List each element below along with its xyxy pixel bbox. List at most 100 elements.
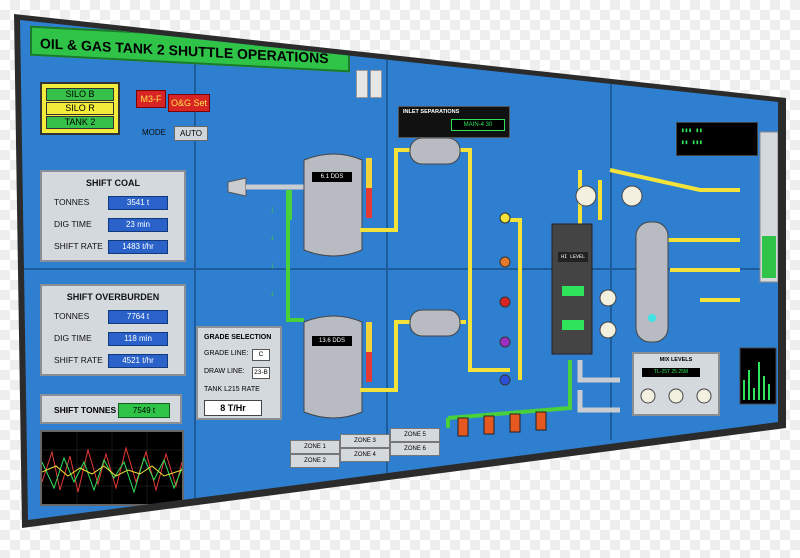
yellow-pipe bbox=[460, 148, 510, 372]
panel-title: GRADE SELECTION bbox=[204, 334, 272, 341]
row-label: TONNES bbox=[54, 311, 90, 321]
valve-icon bbox=[499, 336, 511, 348]
inlet-separations-panel: INLET SEPARATIONS MAIN-4 30 bbox=[398, 106, 510, 138]
table-row: DIG TIME 118 min bbox=[42, 328, 184, 350]
panel-title: SHIFT COAL bbox=[86, 178, 140, 188]
storage-tank bbox=[303, 315, 363, 419]
row-label: SHIFT RATE bbox=[54, 241, 103, 251]
green-output-pipe bbox=[447, 360, 572, 420]
silo-item[interactable]: SILO B bbox=[46, 88, 114, 101]
shift-coal-panel: SHIFT COAL TONNES 3541 t DIG TIME 23 min… bbox=[40, 170, 186, 262]
table-row: TONNES 7764 t bbox=[42, 306, 184, 328]
svg-text:↓: ↓ bbox=[270, 260, 275, 270]
table-row: SHIFT RATE 4521 t/hr bbox=[42, 350, 184, 372]
svg-text:↓: ↓ bbox=[270, 288, 275, 298]
draw-line-label: DRAW LINE: bbox=[204, 368, 245, 375]
separator-vessel bbox=[409, 137, 461, 165]
mix-dials bbox=[640, 388, 712, 404]
zone-cell[interactable]: ZONE 2 bbox=[290, 454, 340, 468]
row-value: 23 min bbox=[108, 218, 168, 232]
row-label: DIG TIME bbox=[54, 333, 92, 343]
inlet-value: MAIN-4 30 bbox=[451, 119, 505, 131]
heater-icon bbox=[457, 417, 469, 437]
table-row: SHIFT RATE 1483 t/hr bbox=[42, 236, 184, 258]
row-label: DIG TIME bbox=[54, 219, 92, 229]
window-tab[interactable] bbox=[356, 70, 368, 98]
row-value: 3541 t bbox=[108, 196, 168, 210]
table-row: TONNES 3541 t bbox=[42, 192, 184, 214]
valve-icon bbox=[499, 256, 511, 268]
monitor-seam bbox=[610, 80, 612, 440]
silo-item[interactable]: TANK 2 bbox=[46, 116, 114, 129]
row-value: 118 min bbox=[108, 332, 168, 346]
green-feed-pipe bbox=[286, 190, 304, 322]
shift-tonnes-panel: SHIFT TONNES 7549 t bbox=[40, 394, 182, 424]
silo-item[interactable]: SILO R bbox=[46, 102, 114, 115]
mix-levels-title: MIX LEVELS bbox=[659, 357, 693, 363]
separator-vessel bbox=[409, 309, 461, 337]
tank-rate-label: TANK L215 RATE bbox=[204, 386, 260, 393]
shift-tonnes-label: SHIFT TONNES bbox=[54, 405, 117, 415]
shift-tonnes-value: 7549 t bbox=[118, 403, 170, 418]
table-row: DIG TIME 23 min bbox=[42, 214, 184, 236]
grade-line-label: GRADE LINE: bbox=[204, 350, 249, 357]
yellow-pipe bbox=[360, 148, 410, 232]
monitor-seam bbox=[20, 268, 778, 270]
zone-cell[interactable]: ZONE 5 bbox=[390, 428, 440, 442]
zone-cell[interactable]: ZONE 4 bbox=[340, 448, 390, 462]
window-tab[interactable] bbox=[370, 70, 382, 98]
heater-icon bbox=[535, 411, 547, 431]
mix-levels-panel: MIX LEVELS TL-25T 25.25M bbox=[632, 352, 720, 416]
pressure-gauge-icon bbox=[575, 185, 597, 207]
yellow-pipe bbox=[554, 170, 582, 232]
tank-rate-value: 8 T/Hr bbox=[204, 400, 262, 416]
gray-pipe bbox=[577, 360, 620, 383]
silo-selector: SILO B SILO R TANK 2 bbox=[40, 82, 120, 135]
temp-icon: ▮▮ ▮▮▮ bbox=[681, 139, 703, 146]
inlet-title: INLET SEPARATIONS bbox=[403, 109, 460, 115]
grade-selection-panel: GRADE SELECTION GRADE LINE: C DRAW LINE:… bbox=[196, 326, 282, 420]
row-value: 7764 t bbox=[108, 310, 168, 324]
og-set-button[interactable]: O&G Set bbox=[168, 94, 210, 112]
svg-text:↓: ↓ bbox=[270, 204, 275, 214]
zone-cell[interactable]: ZONE 6 bbox=[390, 442, 440, 456]
row-value: 1483 t/hr bbox=[108, 240, 168, 254]
svg-text:↓: ↓ bbox=[270, 232, 275, 242]
yellow-pipe bbox=[510, 218, 522, 380]
valve-icon bbox=[499, 296, 511, 308]
mode-value[interactable]: AUTO bbox=[174, 126, 208, 141]
mode-label: MODE bbox=[142, 128, 166, 137]
monitor-seam bbox=[194, 40, 196, 510]
hi-level-indicator: HI LEVEL bbox=[558, 252, 588, 262]
gray-pipe bbox=[577, 390, 620, 413]
shift-overburden-panel: SHIFT OVERBURDEN TONNES 7764 t DIG TIME … bbox=[40, 284, 186, 376]
inlet-funnel bbox=[227, 177, 247, 197]
tank-label: 6.1 DDS bbox=[312, 172, 352, 182]
draw-line-value[interactable]: 23-B bbox=[252, 367, 270, 379]
storage-tank bbox=[303, 153, 363, 257]
trend-chart bbox=[40, 430, 184, 506]
panel-title: SHIFT OVERBURDEN bbox=[66, 292, 160, 302]
clock-icon: ▮▮▮ ▮▮ bbox=[681, 127, 703, 134]
yellow-pipe bbox=[609, 168, 740, 192]
heater-icon bbox=[483, 415, 495, 435]
valve-icon bbox=[499, 374, 511, 386]
trend-lines bbox=[41, 432, 183, 504]
yellow-pipe bbox=[360, 320, 410, 392]
zone-cell[interactable]: ZONE 3 bbox=[340, 434, 390, 448]
tank-label: 13.6 DDS bbox=[312, 336, 352, 346]
monitor-seam bbox=[386, 60, 388, 500]
pressure-gauge-icon bbox=[599, 289, 617, 307]
zone-cell[interactable]: ZONE 1 bbox=[290, 440, 340, 454]
process-column bbox=[635, 221, 669, 343]
valve-icon bbox=[499, 212, 511, 224]
row-label: SHIFT RATE bbox=[54, 355, 103, 365]
mix-levels-value: TL-25T 25.25M bbox=[642, 368, 700, 377]
m3f-button[interactable]: M3-F bbox=[136, 90, 166, 108]
pressure-gauge-icon bbox=[621, 185, 643, 207]
row-label: TONNES bbox=[54, 197, 90, 207]
clock-display: ▮▮▮ ▮▮ ▮▮ ▮▮▮ bbox=[676, 122, 758, 156]
grade-line-value[interactable]: C bbox=[252, 349, 270, 361]
